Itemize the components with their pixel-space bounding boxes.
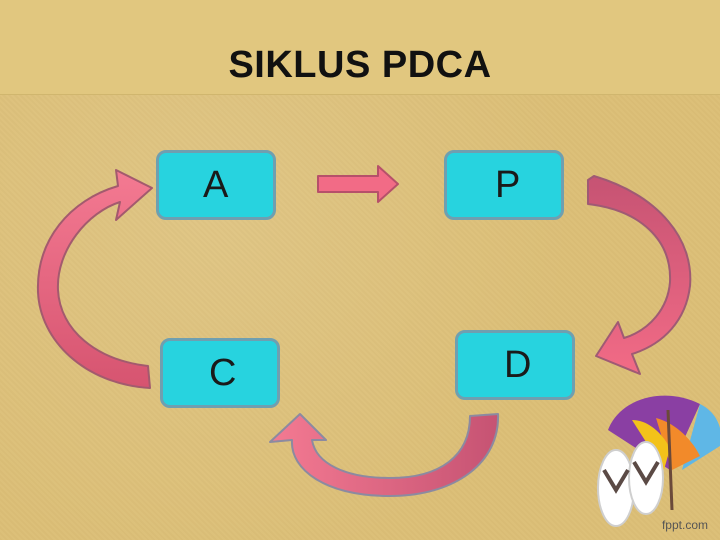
watermark: fppt.com — [662, 518, 708, 532]
